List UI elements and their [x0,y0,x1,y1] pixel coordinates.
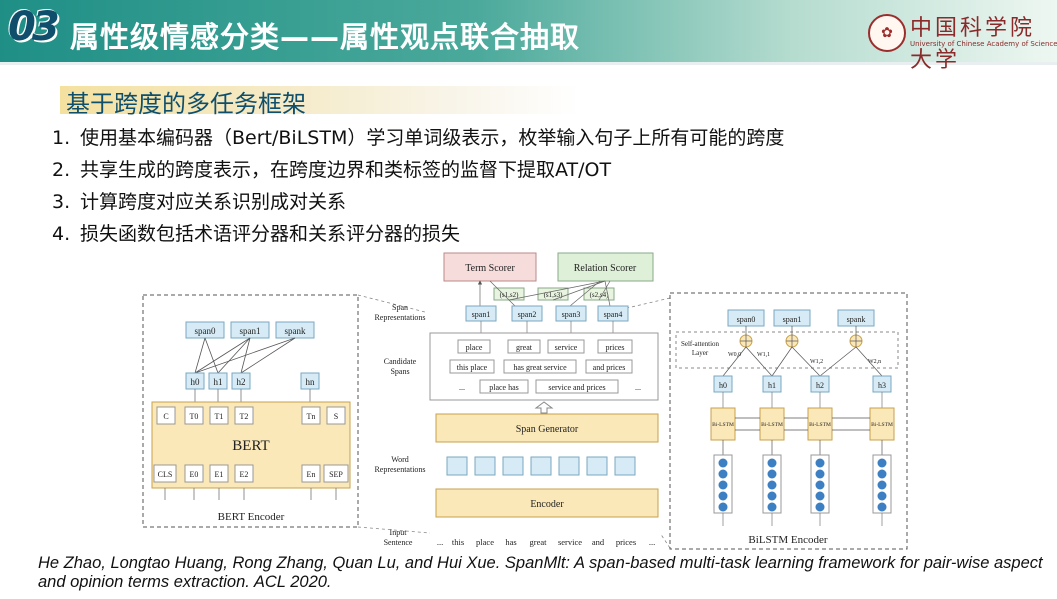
input-words: ... this place has great service and pri… [437,537,655,547]
svg-text:E1: E1 [215,470,224,479]
ucas-logo: ✿ 中国科学院大学 University of Chinese Academy … [868,10,1057,73]
svg-text:has great service: has great service [513,363,567,372]
svg-text:(s2,s4): (s2,s4) [590,291,610,299]
svg-text:h2: h2 [237,377,246,387]
svg-text:this: this [452,537,464,547]
svg-text:W1,1: W1,1 [757,352,770,358]
svg-text:spank: spank [847,315,866,324]
bert-label: BERT [232,438,269,454]
svg-text:place: place [476,537,494,547]
svg-text:place has: place has [489,383,519,392]
svg-text:span3: span3 [562,310,581,319]
svg-text:prices: prices [616,537,636,547]
svg-text:...: ... [459,383,465,392]
svg-text:span0: span0 [737,315,756,324]
svg-text:W2,n: W2,n [868,359,881,365]
list-item: 2.共享生成的跨度表示，在跨度边界和类标签的监督下提取AT/OT [52,159,612,181]
svg-text:great: great [516,343,533,352]
svg-text:Bi-LSTM: Bi-LSTM [761,422,783,428]
svg-text:(s1,s3): (s1,s3) [544,291,564,299]
svg-text:and prices: and prices [593,363,626,372]
svg-text:h0: h0 [719,381,727,390]
svg-text:CLS: CLS [158,470,173,479]
svg-text:place: place [466,343,483,352]
svg-text:h1: h1 [768,381,776,390]
header-divider [0,62,1057,65]
svg-text:great: great [530,537,548,547]
svg-text:En: En [307,470,316,479]
svg-text:has: has [505,537,516,547]
subtitle: 基于跨度的多任务框架 [66,90,306,118]
list-item: 4.损失函数包括术语评分器和关系评分器的损失 [52,223,461,245]
svg-text:h3: h3 [878,381,886,390]
span-generator-box [435,413,659,443]
svg-text:service: service [558,537,582,547]
encoder-box [435,488,659,518]
svg-text:(s1,s2): (s1,s2) [500,291,520,299]
citation: He Zhao, Longtao Huang, Rong Zhang, Quan… [38,554,1043,591]
bullet-list: 1.使用基本编码器（Bert/BiLSTM）学习单词级表示，枚举输入句子上所有可… [52,124,784,252]
term-scorer-box [443,252,537,282]
logo-text-en: University of Chinese Academy of Science… [910,40,1057,48]
subtitle-highlight [60,86,580,114]
svg-text:h2: h2 [816,381,824,390]
svg-text:hn: hn [306,377,316,387]
bert-span-0: span0 [195,326,216,336]
svg-text:and: and [592,537,605,547]
svg-text:Term Scorer: Term Scorer [465,263,515,274]
svg-text:T2: T2 [240,412,249,421]
svg-text:E0: E0 [190,470,199,479]
svg-text:...: ... [635,383,641,392]
bilstm-caption: BiLSTM Encoder [748,534,827,546]
list-item: 3.计算跨度对应关系识别成对关系 [52,191,347,213]
svg-text:C: C [163,412,168,421]
svg-text:Encoder: Encoder [530,499,564,510]
ucas-seal-icon: ✿ [868,14,906,52]
svg-text:service: service [555,343,578,352]
svg-text:Bi-LSTM: Bi-LSTM [712,422,734,428]
list-item: 1.使用基本编码器（Bert/BiLSTM）学习单词级表示，枚举输入句子上所有可… [52,127,785,149]
section-number: 03 [8,4,60,50]
svg-text:h1: h1 [214,377,223,387]
svg-text:SEP: SEP [329,470,343,479]
svg-text:S: S [334,412,338,421]
bert-span-1: span1 [240,326,261,336]
svg-text:service and prices: service and prices [548,383,605,392]
slide-title: 属性级情感分类——属性观点联合抽取 [70,20,581,54]
logo-text-cn: 中国科学院大学 [910,16,1036,73]
svg-text:this place: this place [457,363,488,372]
svg-text:span2: span2 [518,310,537,319]
svg-text:h0: h0 [191,377,201,387]
svg-text:T1: T1 [215,412,224,421]
svg-text:Bi-LSTM: Bi-LSTM [871,422,893,428]
svg-text:E2: E2 [240,470,249,479]
svg-text:span1: span1 [783,315,802,324]
svg-text:W0,0: W0,0 [728,352,741,358]
bert-span-k: spank [285,326,306,336]
svg-text:Bi-LSTM: Bi-LSTM [809,422,831,428]
svg-text:W1,2: W1,2 [810,359,823,365]
svg-text:Tn: Tn [307,412,316,421]
svg-text:Relation Scorer: Relation Scorer [574,263,637,274]
svg-text:...: ... [437,537,443,547]
svg-text:Span Generator: Span Generator [516,424,579,435]
svg-text:...: ... [649,537,655,547]
svg-text:T0: T0 [190,412,199,421]
svg-text:span1: span1 [472,310,491,319]
relation-scorer-box [557,252,654,282]
spanmlt-architecture-figure: span0 span1 spank h0 h1 h2 hn C T0 T1 T2… [140,250,910,554]
bert-caption: BERT Encoder [218,511,285,523]
svg-text:span4: span4 [604,310,623,319]
svg-text:prices: prices [605,343,624,352]
